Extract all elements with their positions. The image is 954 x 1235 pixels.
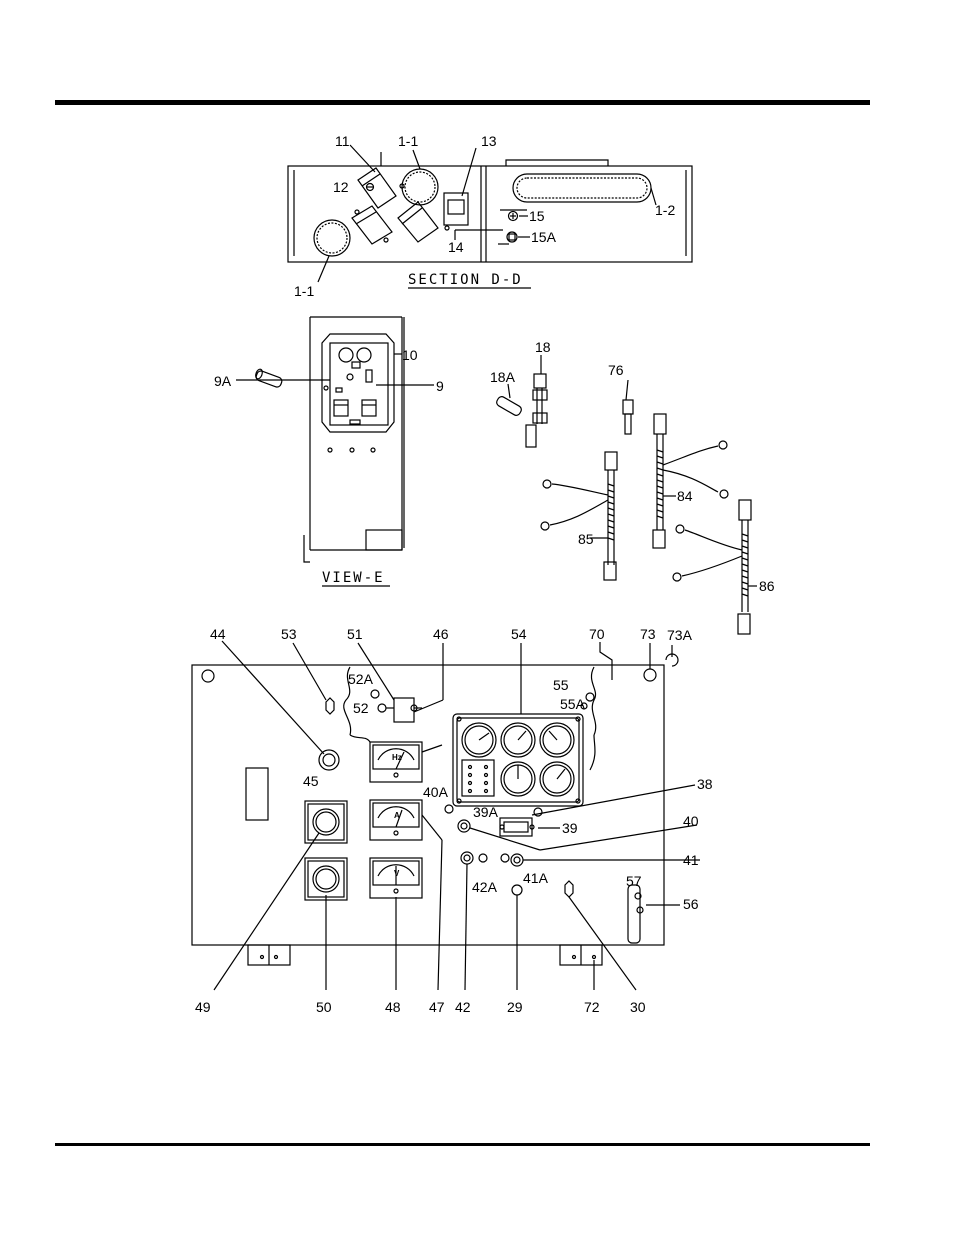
callout-40: 40 xyxy=(683,813,699,829)
callout-76: 76 xyxy=(608,362,624,378)
callout-50: 50 xyxy=(316,999,332,1015)
callout-52a: 52A xyxy=(348,671,374,687)
callout-39: 39 xyxy=(562,820,578,836)
section-dd-panel xyxy=(288,145,692,288)
bracket-top-left xyxy=(358,168,396,208)
callout-18a: 18A xyxy=(490,369,516,385)
harness-84 xyxy=(653,414,728,548)
callout-51: 51 xyxy=(347,626,363,642)
callout-46: 46 xyxy=(433,626,449,642)
callout-57: 57 xyxy=(626,873,642,889)
round-opening-bottom xyxy=(314,220,350,256)
callout-85: 85 xyxy=(578,531,594,547)
bracket-lower-right xyxy=(398,202,438,242)
callout-12: 12 xyxy=(333,179,349,195)
callout-15: 15 xyxy=(529,208,545,224)
callout-42: 42 xyxy=(455,999,471,1015)
callout-30: 30 xyxy=(630,999,646,1015)
callout-9a: 9A xyxy=(214,373,232,389)
connector-76 xyxy=(623,380,633,434)
callout-1-1-top: 1-1 xyxy=(398,133,418,149)
callout-1-1-bottom: 1-1 xyxy=(294,283,314,299)
hz-meter-label: Hz xyxy=(392,753,402,762)
callout-86: 86 xyxy=(759,578,775,594)
callout-84: 84 xyxy=(677,488,693,504)
amp-meter xyxy=(370,800,422,840)
callout-73: 73 xyxy=(640,626,656,642)
callout-48: 48 xyxy=(385,999,401,1015)
callout-72: 72 xyxy=(584,999,600,1015)
callout-9: 9 xyxy=(436,378,444,394)
view-e-title: VIEW-E xyxy=(322,570,385,586)
callout-44: 44 xyxy=(210,626,226,642)
section-dd-title: SECTION D-D xyxy=(408,272,523,288)
grommet-73 xyxy=(644,669,656,681)
receptacle-50 xyxy=(305,858,347,900)
callout-73a: 73A xyxy=(667,627,693,643)
callout-14: 14 xyxy=(448,239,464,255)
callout-18: 18 xyxy=(535,339,551,355)
callout-40a: 40A xyxy=(423,784,449,800)
harness-86 xyxy=(673,500,757,634)
callout-45: 45 xyxy=(303,773,319,789)
amp-meter-label: A xyxy=(394,811,400,820)
callout-42a: 42A xyxy=(472,879,498,895)
callout-10: 10 xyxy=(402,347,418,363)
callout-53: 53 xyxy=(281,626,297,642)
receptacle-plate xyxy=(322,334,394,432)
switch-45 xyxy=(319,750,339,770)
callout-13: 13 xyxy=(481,133,497,149)
callout-56: 56 xyxy=(683,896,699,912)
round-opening-top xyxy=(402,169,438,205)
callout-54: 54 xyxy=(511,626,527,642)
callout-41: 41 xyxy=(683,852,699,868)
callout-38: 38 xyxy=(697,776,713,792)
indicator-block xyxy=(462,760,494,796)
volt-meter-label: V xyxy=(394,869,400,878)
callout-1-2: 1-2 xyxy=(655,202,675,218)
receptacle-49 xyxy=(305,801,347,843)
callout-29: 29 xyxy=(507,999,523,1015)
harness-85 xyxy=(541,452,617,580)
callout-55: 55 xyxy=(553,677,569,693)
callout-11: 11 xyxy=(335,133,350,149)
callout-41a: 41A xyxy=(523,870,549,886)
callout-49: 49 xyxy=(195,999,211,1015)
fuse-9a xyxy=(254,368,282,388)
callout-39a: 39A xyxy=(473,804,499,820)
hz-meter xyxy=(370,742,422,782)
callout-47: 47 xyxy=(429,999,445,1015)
callout-55a: 55A xyxy=(560,696,586,712)
callout-70: 70 xyxy=(589,626,605,642)
control-panel xyxy=(192,641,700,990)
callout-52: 52 xyxy=(353,700,369,716)
hour-meter xyxy=(500,818,532,836)
callout-15a: 15A xyxy=(531,229,557,245)
